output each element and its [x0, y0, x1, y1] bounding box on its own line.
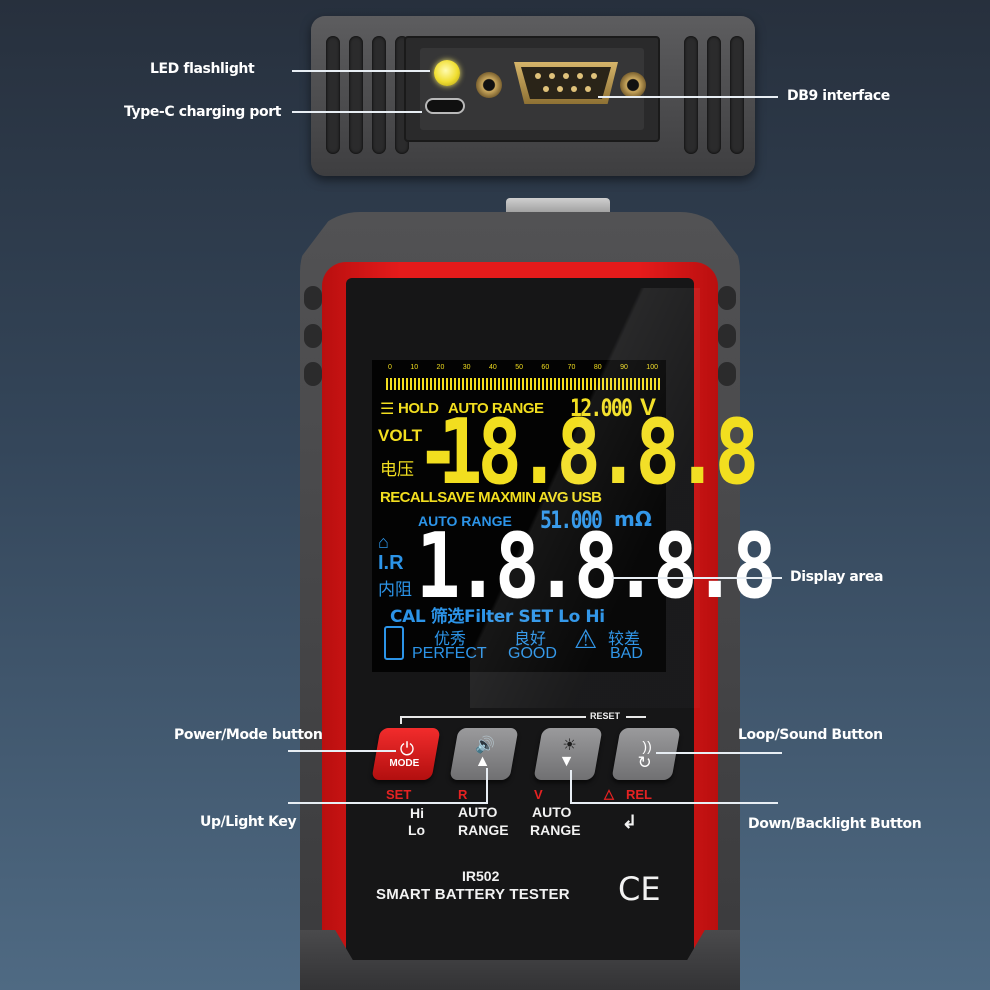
- callout-up: Up/Light Key: [200, 814, 297, 830]
- auto-range-indicator: AUTO RANGE: [448, 400, 544, 417]
- callout-typec: Type-C charging port: [124, 104, 282, 120]
- left-grip-ribs: [326, 36, 409, 154]
- r-label: R: [458, 787, 468, 802]
- warning-icon: ⚠: [574, 624, 598, 654]
- lcd-display: [372, 360, 666, 672]
- down-backlight-button[interactable]: ☀ ▼: [533, 728, 603, 780]
- callout-power: Power/Mode button: [174, 727, 323, 743]
- house-icon: ⌂: [378, 532, 389, 552]
- mode-label: MODE: [389, 757, 420, 769]
- cal-filter-row: CAL 筛选Filter SET Lo Hi: [390, 607, 605, 627]
- volt-unit: V: [640, 394, 657, 421]
- battery-icon: [384, 626, 404, 660]
- voltage-range-value: 12.000: [570, 394, 633, 422]
- function-row: RECALLSAVE MAXMIN AVG USB: [380, 489, 602, 506]
- sound-icon: )): [642, 737, 653, 754]
- callout-down: Down/Backlight Button: [748, 816, 922, 832]
- led-flashlight: [434, 60, 460, 86]
- auto-label-1: AUTO: [458, 804, 498, 820]
- bad-cn-label: 较差: [608, 629, 641, 648]
- lo-label: Lo: [408, 822, 426, 838]
- callout-display: Display area: [790, 569, 884, 585]
- good-label: GOOD: [508, 645, 557, 662]
- ce-mark: CE: [618, 870, 661, 908]
- loop-icon: ↻: [637, 752, 652, 772]
- reset-label: RESET: [590, 711, 621, 721]
- hold-indicator: HOLD: [398, 400, 439, 417]
- bad-label: BAD: [610, 645, 643, 662]
- set-label: SET: [386, 787, 412, 802]
- voltage-main-digits: 18.8.8.8: [438, 400, 759, 505]
- ir-cn-label: 内阻: [378, 580, 412, 600]
- v-label: V: [534, 787, 543, 802]
- product-label: SMART BATTERY TESTER: [376, 886, 570, 903]
- flashlight-icon: ☰: [380, 401, 395, 418]
- perfect-cn-label: 优秀: [434, 629, 467, 648]
- hi-label: Hi: [410, 805, 424, 821]
- power-icon: ⏻: [399, 738, 415, 759]
- screw-left: [476, 72, 502, 98]
- backlight-bulb-icon: ☀: [562, 737, 577, 754]
- volt-label: VOLT: [378, 426, 423, 445]
- perfect-label: PERFECT: [412, 645, 487, 662]
- power-mode-button[interactable]: ⏻ MODE: [371, 728, 441, 780]
- model-label: IR502: [462, 868, 500, 884]
- down-arrow-icon: ▼: [558, 753, 575, 770]
- bargraph: [386, 378, 662, 390]
- callout-led: LED flashlight: [150, 61, 255, 77]
- res-unit: mΩ: [614, 507, 652, 531]
- resistance-main-digits: 1.8.8.8.8: [416, 514, 777, 619]
- type-c-port: [425, 98, 465, 114]
- enter-return-icon: ↲: [622, 812, 638, 832]
- ir-label: I.R: [378, 552, 404, 574]
- rel-label: REL: [626, 787, 652, 802]
- callout-db9: DB9 interface: [787, 88, 890, 104]
- loop-sound-button[interactable]: )) ↻: [611, 728, 681, 780]
- rel-triangle-icon: △: [604, 786, 614, 801]
- good-cn-label: 良好: [514, 629, 547, 648]
- auto-range-res-indicator: AUTO RANGE: [418, 513, 512, 529]
- up-arrow-icon: ▲: [474, 753, 491, 770]
- right-grip-ribs: [684, 36, 744, 154]
- range-label-2: RANGE: [530, 822, 581, 838]
- minus-sign: -: [416, 400, 460, 505]
- auto-label-2: AUTO: [532, 804, 572, 820]
- callout-loop: Loop/Sound Button: [738, 727, 883, 743]
- light-icon: 🔊: [475, 737, 496, 754]
- up-light-button[interactable]: 🔊 ▲: [449, 728, 519, 780]
- range-label-1: RANGE: [458, 822, 509, 838]
- resistance-range-value: 51.000: [540, 506, 603, 534]
- volt-cn-label: 电压: [380, 460, 414, 480]
- screw-right: [620, 72, 646, 98]
